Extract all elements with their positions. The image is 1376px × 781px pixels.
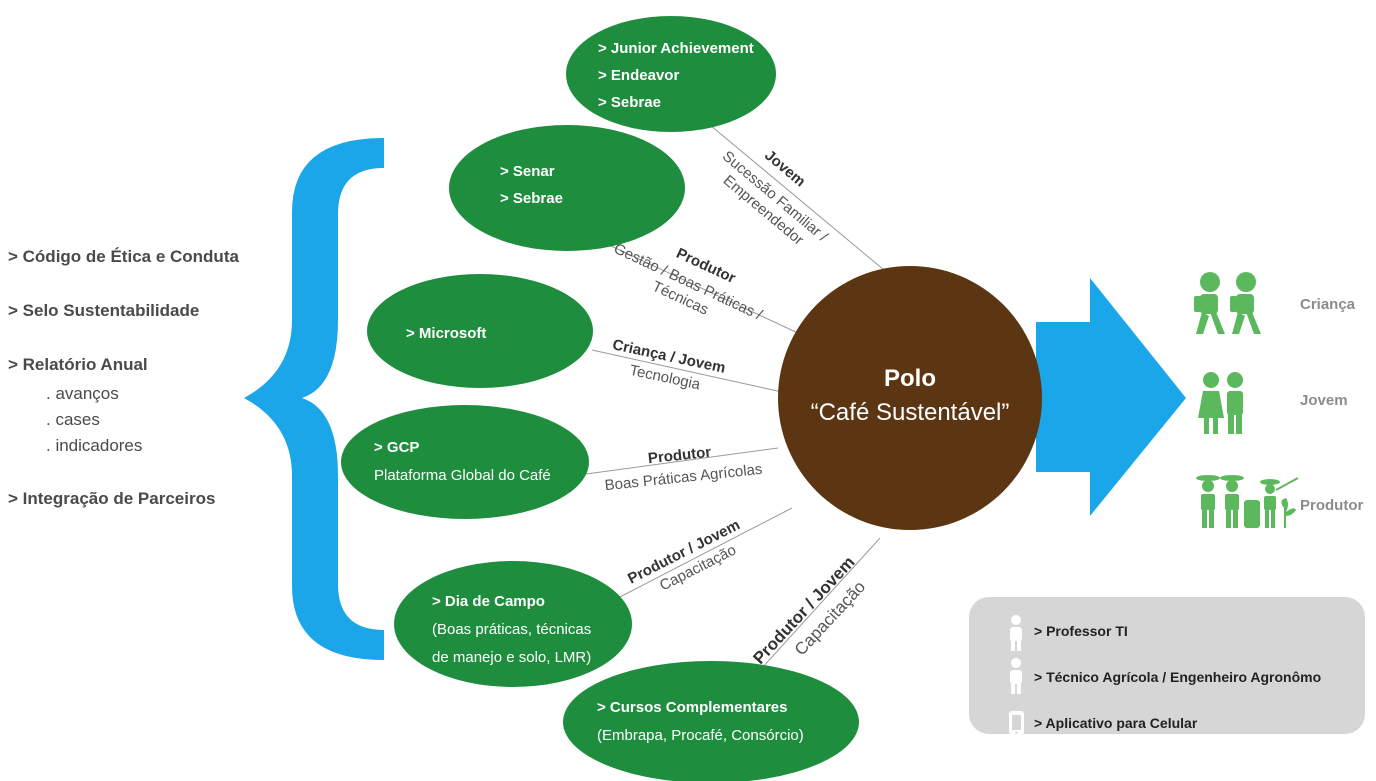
connector-cursos — [741, 537, 881, 691]
person-icon — [1010, 658, 1022, 694]
audience-label-0: Criança — [1300, 296, 1356, 313]
node-dia-campo-title: > Dia de Campo — [432, 593, 545, 610]
connector-dia-campo — [613, 507, 793, 601]
left-item-0: > Código de Ética e Conduta — [8, 247, 239, 266]
node-cursos-subtitle: (Embrapa, Procafé, Consórcio) — [597, 727, 804, 744]
node-dia-campo-line-0: (Boas práticas, técnicas — [432, 621, 591, 638]
legend-item-0: > Professor TI — [1034, 623, 1128, 639]
node-microsoft — [367, 274, 593, 388]
node-junior-line-1: > Endeavor — [598, 67, 679, 84]
center-title: Polo — [884, 365, 936, 392]
audience-label-2: Produtor — [1300, 497, 1363, 514]
node-senar-line-0: > Senar — [500, 163, 555, 180]
node-cursos — [563, 661, 859, 781]
connector-senar — [597, 239, 801, 335]
center-circle — [778, 266, 1042, 530]
left-list: > Código de Ética e Conduta > Selo Suste… — [8, 247, 239, 508]
edge-gcp-audience: Produtor — [647, 444, 712, 468]
left-item-1: > Selo Sustentabilidade — [8, 301, 199, 320]
result-arrow — [1036, 278, 1186, 516]
legend-box — [969, 597, 1365, 734]
left-item-2: > Relatório Anual — [8, 355, 148, 374]
connector-lines — [585, 124, 885, 691]
legend-item-2: > Aplicativo para Celular — [1034, 715, 1198, 731]
node-gcp — [341, 405, 589, 519]
node-gcp-title: > GCP — [374, 439, 419, 456]
mobile-phone-icon — [1009, 711, 1024, 735]
connector-junior — [709, 124, 885, 271]
left-item-3: > Integração de Parceiros — [8, 489, 215, 508]
left-subitem-2: . indicadores — [46, 436, 142, 455]
audience-label-1: Jovem — [1300, 392, 1348, 409]
center-subtitle: “Café Sustentável” — [811, 399, 1010, 426]
farmers-icon — [1196, 475, 1299, 528]
node-senar — [449, 125, 685, 251]
left-brace — [244, 138, 384, 660]
child-hikers-icon — [1194, 272, 1261, 334]
person-icon — [1010, 615, 1022, 651]
node-junior-line-2: > Sebrae — [598, 94, 661, 111]
node-dia-campo-line-1: de manejo e solo, LMR) — [432, 649, 591, 666]
node-senar-line-1: > Sebrae — [500, 190, 563, 207]
node-junior — [566, 16, 776, 132]
node-microsoft-line-0: > Microsoft — [406, 325, 486, 342]
left-subitem-0: . avanços — [46, 384, 119, 403]
node-cursos-title: > Cursos Complementares — [597, 699, 787, 716]
node-gcp-subtitle: Plataforma Global do Café — [374, 467, 551, 484]
connector-microsoft — [591, 349, 783, 393]
left-subitem-1: . cases — [46, 410, 100, 429]
node-dia-campo — [394, 561, 632, 687]
edge-gcp-line-0: Boas Práticas Agrícolas — [604, 461, 763, 494]
node-junior-line-0: > Junior Achievement — [598, 40, 754, 57]
young-couple-icon — [1198, 372, 1243, 434]
legend-item-1: > Técnico Agrícola / Engenheiro Agronômo — [1034, 669, 1321, 685]
connector-gcp — [585, 447, 779, 475]
partner-nodes — [341, 16, 859, 781]
